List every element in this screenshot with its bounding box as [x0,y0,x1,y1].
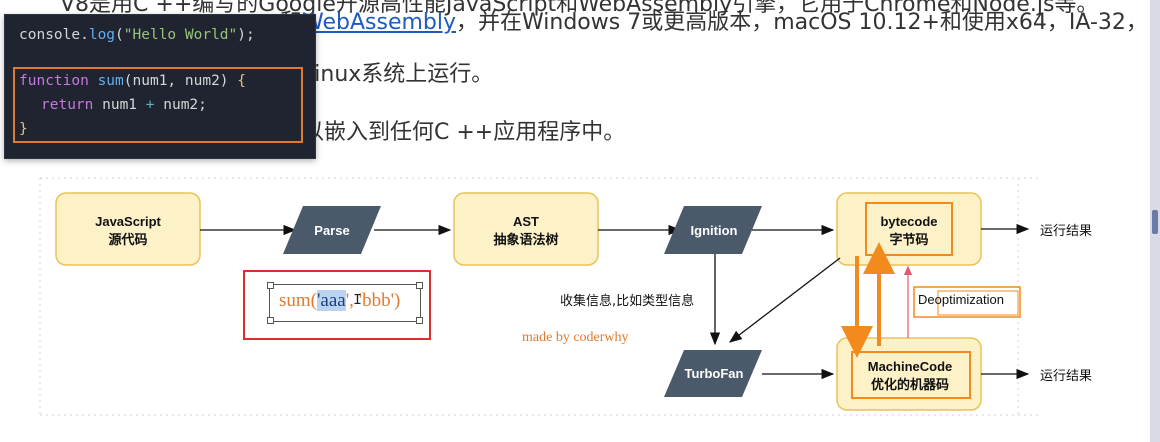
bytecode-label-1: bytecode [880,214,937,229]
code-dot: . [80,27,89,43]
resize-handle-tl[interactable] [267,282,274,289]
selected-text: 'aaa [317,290,346,311]
machinecode-label-1: MachineCode [868,359,953,374]
result-top-label: 运行结果 [1040,224,1093,239]
code-open-paren: ( [115,27,124,43]
sum-call-text[interactable]: sum('aaa', 'bbb') [279,290,400,312]
code-line-3: return num1 + num2; [41,97,207,113]
js-source-label-1: JavaScript [95,214,161,229]
webassembly-link[interactable]: WebAssembly [302,10,457,35]
resize-handle-bl[interactable] [267,317,274,324]
text-cursor-icon: I [353,292,363,309]
ast-label-1: AST [513,214,539,229]
ast-label-2: 抽象语法树 [493,232,558,247]
code-params: (num1, num2) [123,73,238,89]
vertical-scrollbar[interactable] [1150,0,1160,442]
code-panel: console.log("Hello World"); function sum… [4,14,316,159]
sum-prefix: sum( [279,290,317,311]
code-plus: + [145,97,155,113]
code-line-2: function sum(num1, num2) { [19,73,246,89]
grid-lines [39,177,1040,416]
code-line-4: } [19,121,28,137]
doc-line1-suffix: ，并在Windows 7或更高版本，macOS 10.12+和使用x64，IA-… [456,10,1148,35]
sum-suffix: ', 'bbb') [345,290,401,311]
deopt-inner-box [937,290,1019,316]
deopt-outer-box [913,286,1021,318]
resize-handle-tr[interactable] [416,282,423,289]
code-console: console [19,27,81,43]
code-sum-name: sum [97,73,124,89]
machinecode-label-2: 优化的机器码 [871,377,949,392]
code-open-brace: { [237,73,247,89]
code-hello-string: "Hello World" [123,27,238,43]
code-return-keyword: return [41,97,94,113]
machinecode-box[interactable]: MachineCode 优化的机器码 [836,337,982,411]
code-num1: num1 [93,97,146,113]
js-source-box[interactable]: JavaScript 源代码 [55,192,201,266]
ignition-node[interactable]: Ignition [664,206,762,254]
watermark-text: made by coderwhy [522,330,629,345]
parse-node[interactable]: Parse [283,206,381,254]
ast-box[interactable]: AST 抽象语法树 [453,192,599,266]
highlight-frame [243,270,431,340]
bytecode-label-2: 字节码 [889,232,928,247]
doc-cut-line: V8是用C ++编写的Google开源高性能JavaScript和WebAsse… [60,0,1099,17]
code-highlight-box [13,67,303,143]
code-num2: num2; [154,97,207,113]
doc-line-1: 和WebAssembly，并在Windows 7或更高版本，macOS 10.1… [280,4,1148,36]
text-edit-box[interactable] [269,284,421,322]
parse-label: Parse [314,223,349,238]
code-close-brace: } [19,121,28,137]
code-line-1: console.log("Hello World"); [19,27,255,43]
js-source-label-2: 源代码 [108,232,147,247]
turbofan-node[interactable]: TurboFan [664,350,762,397]
deoptimization-label: Deoptimization [918,292,1004,307]
turbofan-label: TurboFan [685,366,744,381]
resize-handle-br[interactable] [416,317,423,324]
ignition-label: Ignition [691,223,738,238]
doc-line-3: 可以嵌入到任何C ++应用程序中。 [280,120,626,145]
collect-info-label: 收集信息,比如类型信息 [560,294,695,309]
result-bottom-label: 运行结果 [1040,369,1093,384]
code-close-paren: ); [237,27,255,43]
scrollbar-thumb[interactable] [1152,210,1158,234]
bytecode-box[interactable]: bytecode 字节码 [836,192,982,266]
code-log: log [88,27,116,43]
code-function-keyword: function [19,73,89,89]
